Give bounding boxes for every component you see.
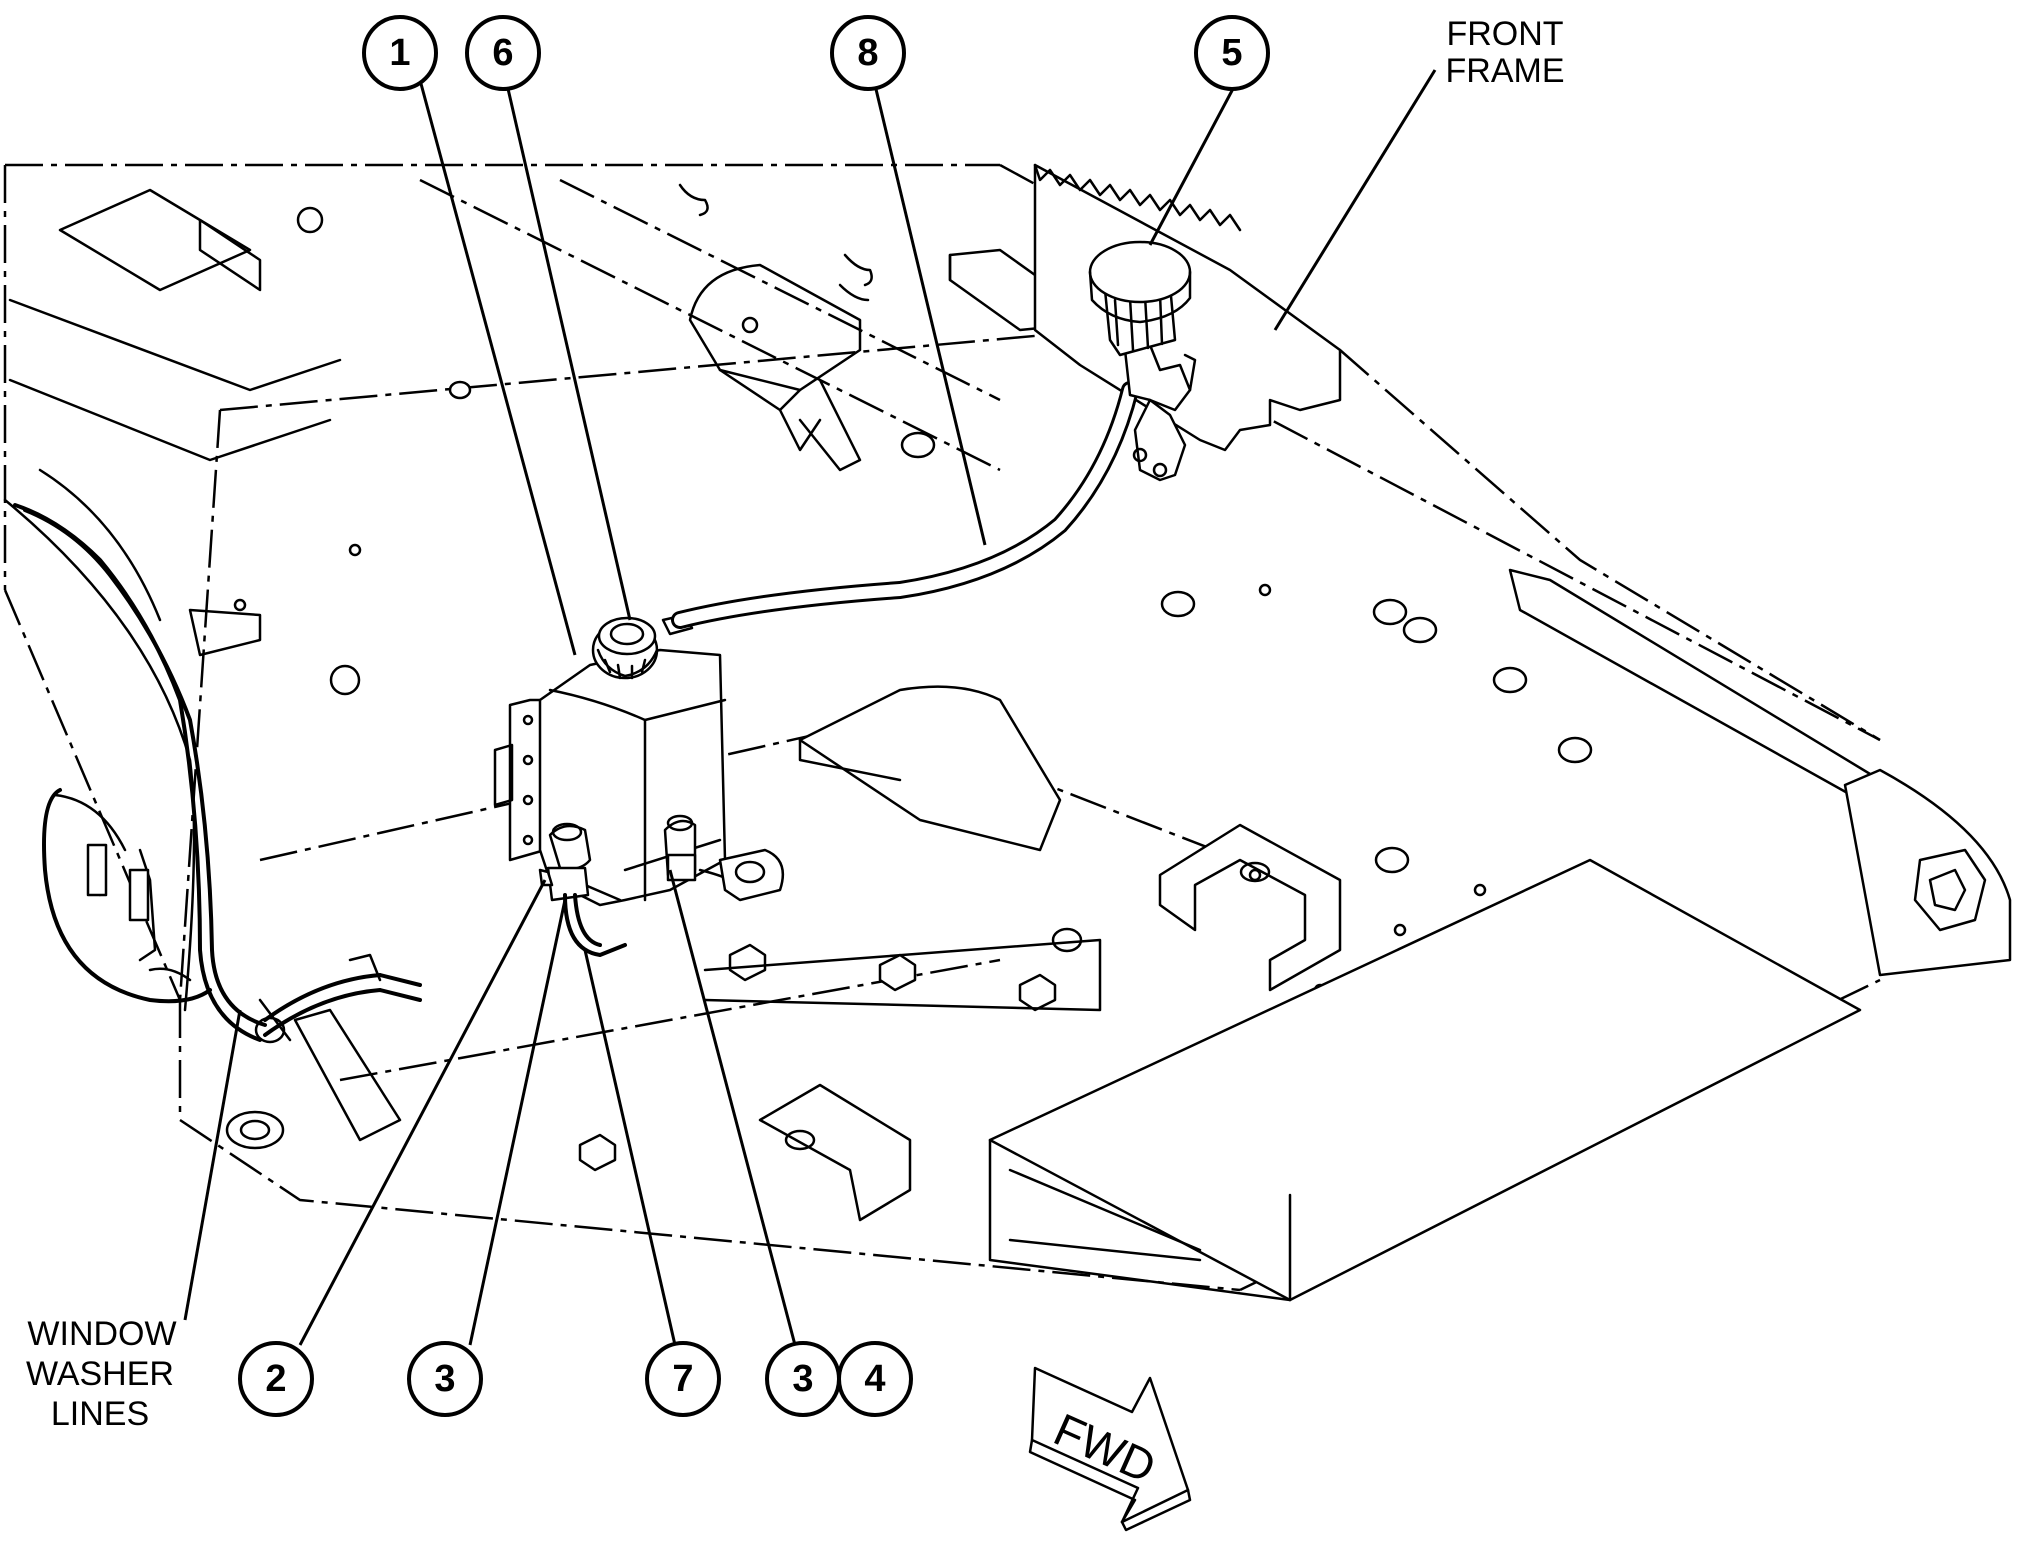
callout-4: 4 xyxy=(837,1341,913,1417)
front-frame-label-line2: FRAME xyxy=(1446,52,1565,90)
callout-3-right-label: 3 xyxy=(792,1358,813,1400)
front-frame-label-line1: FRONT xyxy=(1446,15,1563,53)
callout-2-label: 2 xyxy=(265,1358,286,1400)
callout-8-label: 8 xyxy=(857,32,878,74)
callout-6-label: 6 xyxy=(492,32,513,74)
forward-direction-arrow: FWD xyxy=(1028,1366,1192,1532)
callout-5: 5 xyxy=(1194,15,1270,91)
callout-3-left: 3 xyxy=(407,1341,483,1417)
filler-neck-assembly xyxy=(1088,240,1197,482)
leader-lines xyxy=(183,69,1437,1346)
callout-7: 7 xyxy=(645,1341,721,1417)
callout-3-left-label: 3 xyxy=(434,1358,455,1400)
callout-2: 2 xyxy=(238,1341,314,1417)
callout-5-label: 5 xyxy=(1221,32,1242,74)
callout-1-label: 1 xyxy=(389,32,410,74)
callout-6: 6 xyxy=(465,15,541,91)
callout-3-right: 3 xyxy=(765,1341,841,1417)
callout-1: 1 xyxy=(362,15,438,91)
window-washer-lines xyxy=(13,503,422,1044)
callout-4-label: 4 xyxy=(864,1358,885,1400)
callout-7-label: 7 xyxy=(672,1358,693,1400)
washer-label-line1: WINDOW xyxy=(27,1315,176,1353)
callout-8: 8 xyxy=(830,15,906,91)
fill-hose xyxy=(671,381,1139,629)
window-washer-lines-label: WINDOW WASHER LINES xyxy=(26,1315,177,1433)
washer-label-line3: LINES xyxy=(51,1395,149,1433)
front-frame-label: FRONT FRAME xyxy=(1446,15,1565,90)
frame-details xyxy=(3,163,2012,1302)
washer-reservoir-tank xyxy=(493,613,785,957)
washer-label-line2: WASHER xyxy=(26,1355,174,1393)
